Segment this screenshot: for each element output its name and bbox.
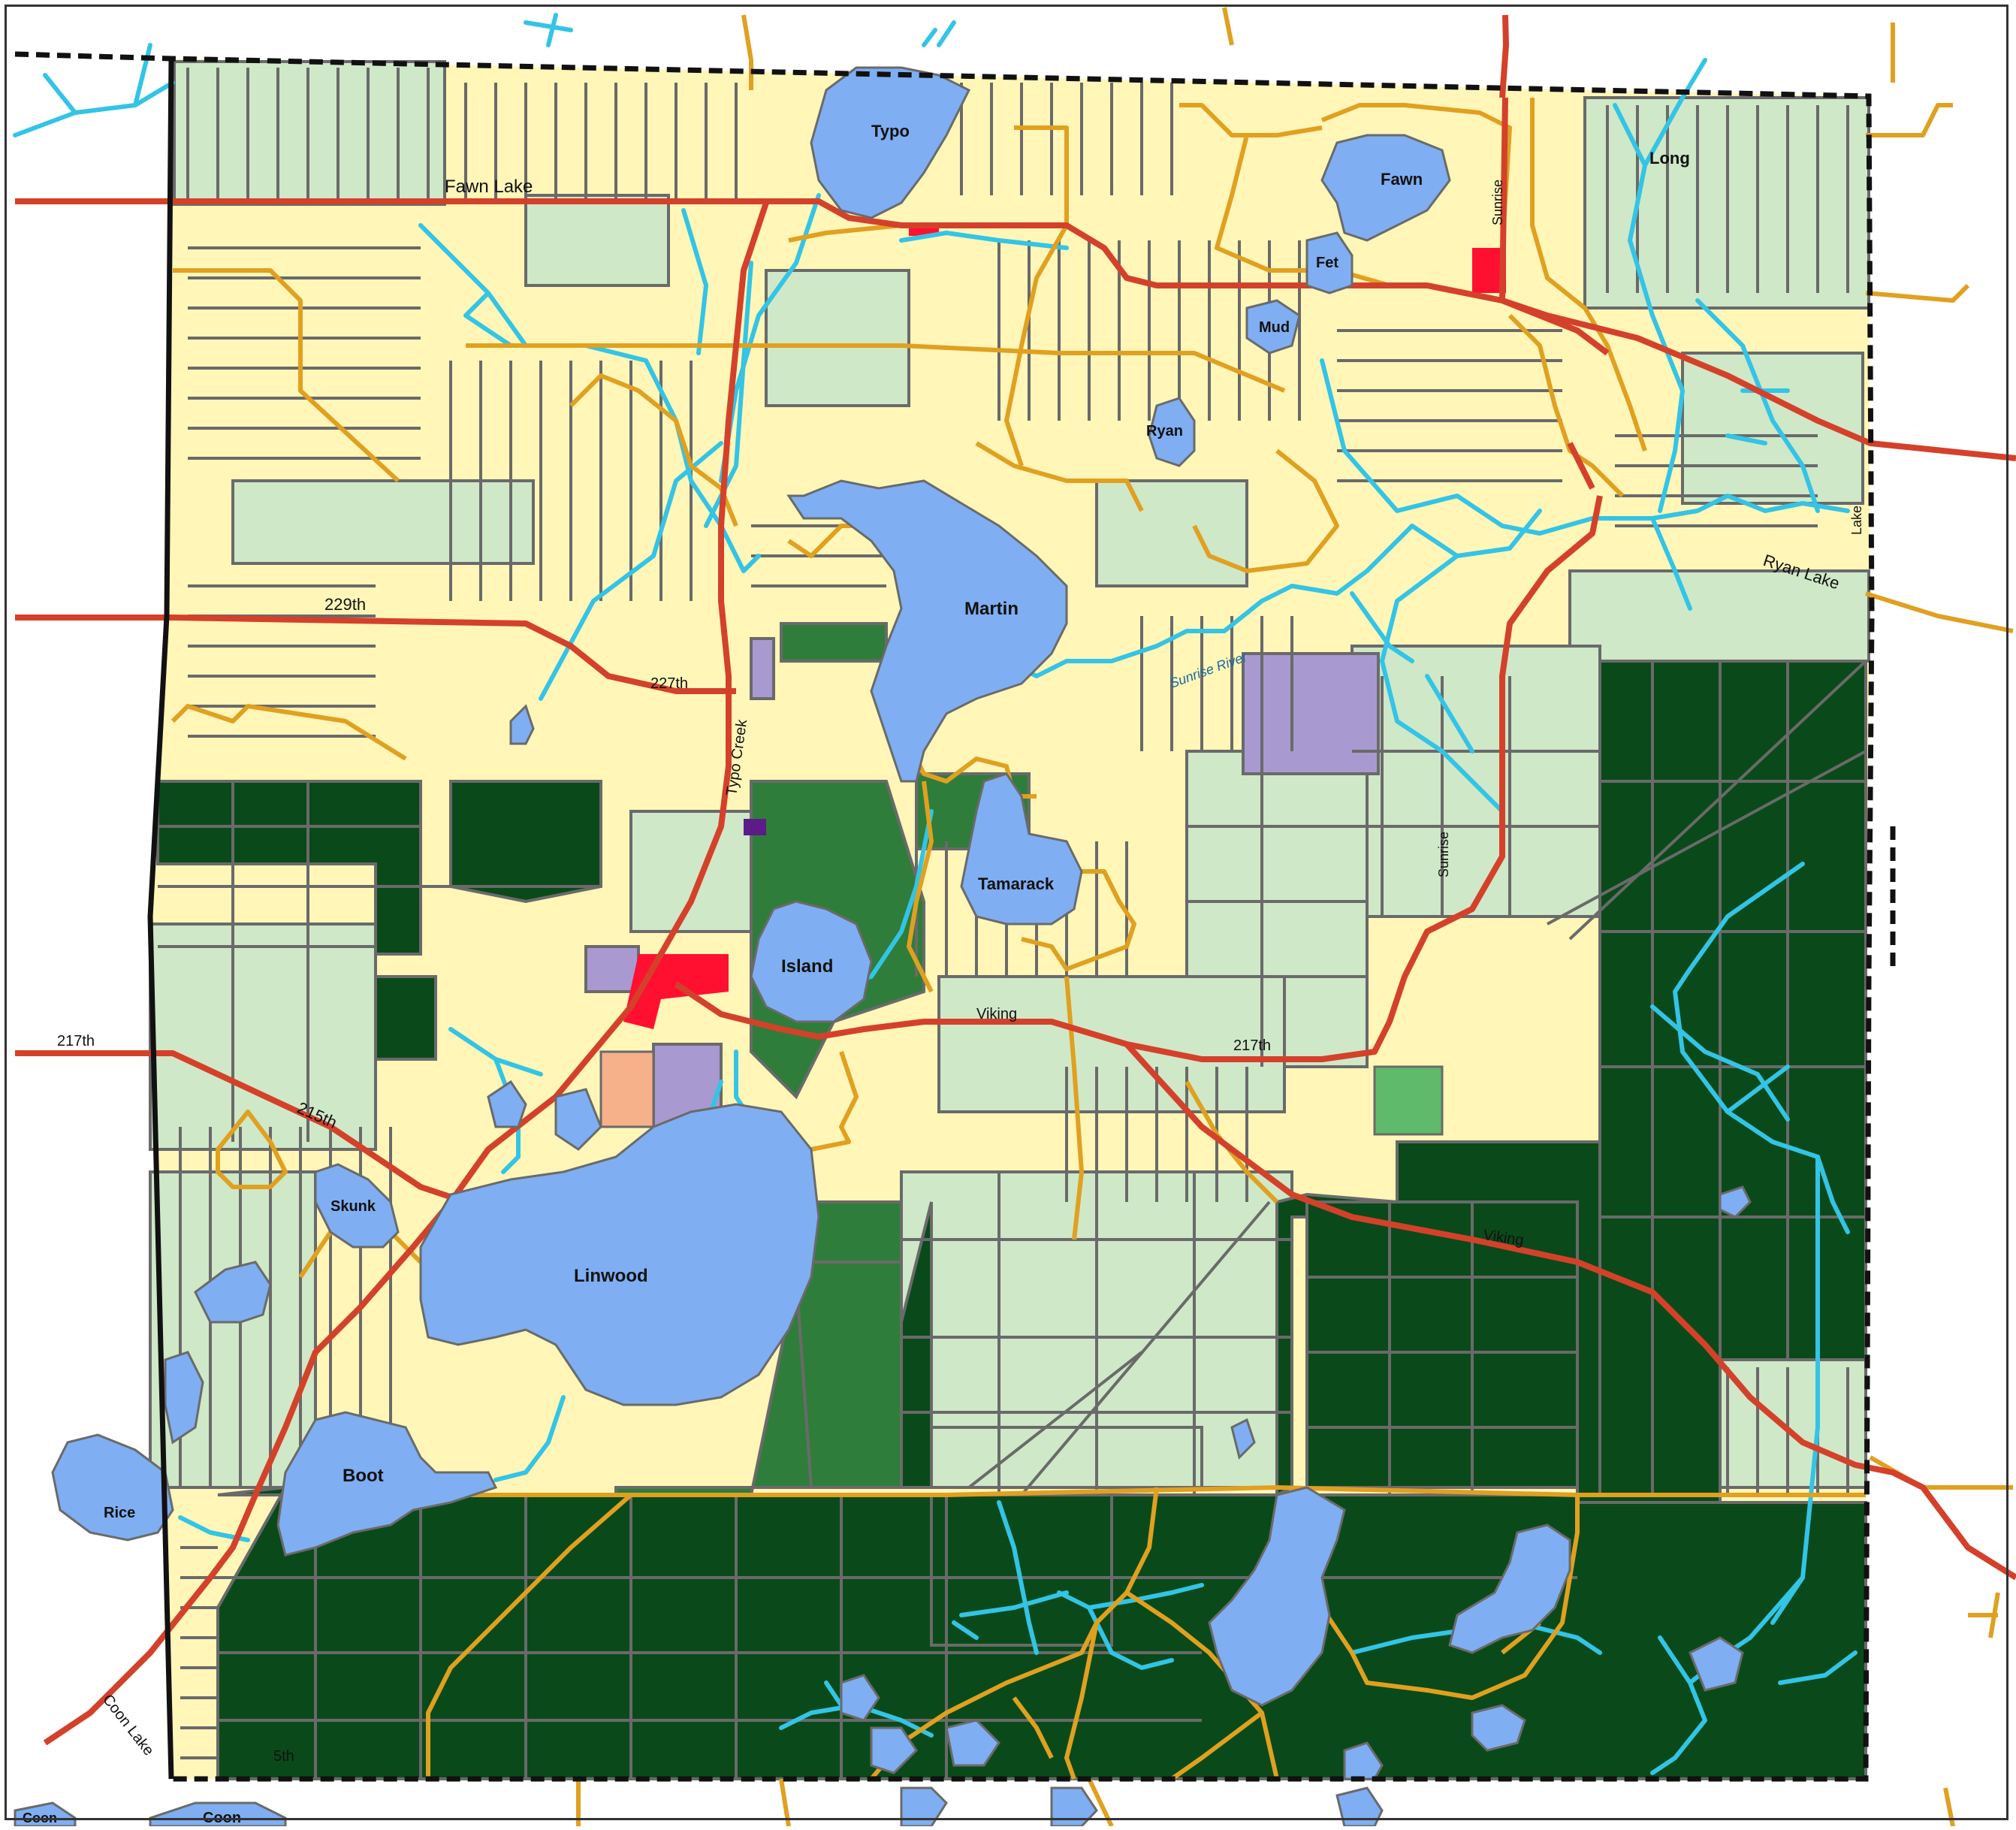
- label-lake-mud: Mud: [1259, 319, 1290, 336]
- township-boundary: [14, 51, 1896, 1782]
- coon-lake-west: [14, 1801, 77, 1828]
- label-lake-boot: Boot: [343, 1466, 384, 1486]
- boot-lake: [276, 1411, 498, 1557]
- institutional-zones: [584, 637, 1380, 1151]
- label-road-sunrise: Sunrise: [1436, 832, 1451, 877]
- small-pond-skunk-west: [194, 1261, 272, 1324]
- small-pond-227: [509, 704, 535, 745]
- south-pond-7: [1343, 1741, 1384, 1780]
- pond-north-linwood: [487, 1080, 527, 1128]
- label-lake-ryan: Ryan: [1146, 423, 1183, 439]
- label-lake-island: Island: [781, 956, 833, 977]
- map-frame: [5, 5, 2008, 1820]
- east-pond-2: [1689, 1636, 1744, 1692]
- label-lake-tamarack: Tamarack: [978, 874, 1055, 893]
- fawn-lake: [1320, 134, 1451, 242]
- lakes-layer: [14, 66, 1752, 1828]
- tamarack-lake: [960, 772, 1083, 926]
- label-lake-fet: Fet: [1316, 255, 1338, 271]
- park-light-zone: [1373, 1065, 1444, 1136]
- county-roads-layer: [171, 7, 2014, 1828]
- south-pond-4: [840, 1674, 880, 1722]
- label-road-217th-west: 217th: [57, 1033, 95, 1049]
- martin-lake: [786, 479, 1068, 783]
- label-road-sunrise-north: Sunrise: [1490, 180, 1505, 225]
- fet-lake: [1305, 231, 1354, 294]
- label-lake-martin: Martin: [964, 599, 1019, 619]
- south-pond-5: [870, 1726, 918, 1774]
- label-lake-skunk: Skunk: [330, 1198, 376, 1215]
- rice-lake: [51, 1433, 174, 1542]
- label-lake-long: Long: [1649, 149, 1690, 168]
- label-road-fawn-lake: Fawn Lake: [445, 177, 533, 197]
- mud-lake: [1245, 299, 1301, 355]
- label-lake-fawn: Fawn: [1381, 170, 1423, 189]
- label-lake-rice: Rice: [104, 1505, 135, 1521]
- label-road-217th-east: 217th: [1233, 1037, 1271, 1054]
- linwood-channel: [554, 1088, 602, 1151]
- island-lake: [750, 900, 873, 1023]
- industrial-zone: [744, 819, 766, 835]
- label-lake-linwood: Linwood: [574, 1266, 648, 1286]
- south-lake-2: [1448, 1523, 1571, 1654]
- ryan-lake: [1148, 397, 1196, 467]
- linwood-lake: [419, 1103, 820, 1406]
- label-road-229th: 229th: [324, 595, 366, 614]
- parcel-grid: [158, 660, 1867, 1779]
- rice-lake-finger: [164, 1351, 204, 1445]
- label-lake-typo: Typo: [871, 122, 910, 140]
- label-road-5th: 5th: [273, 1748, 294, 1765]
- lake-labels: Typo Fawn Fet Mud Ryan Long Martin Tamar…: [23, 122, 1690, 1826]
- south-pond-3: [1471, 1704, 1526, 1752]
- south-pond-6: [945, 1719, 1000, 1767]
- major-roads-layer: [15, 14, 2016, 1746]
- label-road-lake-east: Lake: [1849, 506, 1864, 535]
- label-road-viking: Viking: [976, 1006, 1017, 1022]
- south-lake-1: [1208, 1486, 1346, 1707]
- label-road-227th: 227th: [650, 675, 688, 692]
- typo-lake: [810, 66, 971, 219]
- east-pond-1: [1719, 1185, 1752, 1218]
- commercial-light-zone: [599, 1050, 655, 1128]
- south-pond-8: [1230, 1418, 1256, 1460]
- skunk-lake: [314, 1163, 400, 1249]
